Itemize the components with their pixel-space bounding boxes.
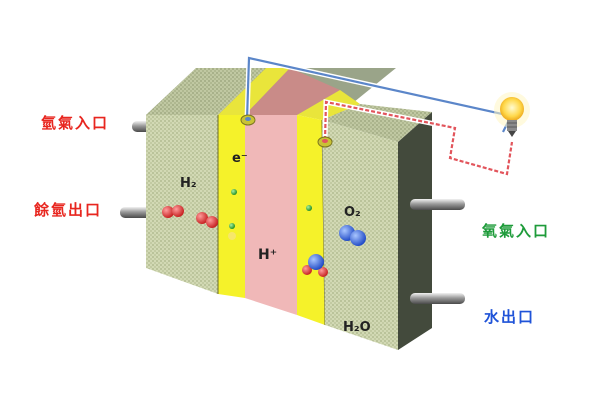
hydrogen-molecule-icon [196,212,218,228]
h2o-label: H₂O [343,320,371,335]
electron-dot [231,189,237,195]
anode-catalyst [217,68,290,298]
electron-label: e⁻ [232,151,248,166]
anode-terminal [240,114,256,126]
h2-label: H₂ [180,176,197,191]
water-molecule-icon [302,254,328,277]
anode-electrode [146,68,266,294]
electron-dot [228,223,236,240]
water-outlet-label: 水出口 [484,308,536,326]
proton-exchange-membrane [245,68,340,315]
oxygen-molecule-icon [339,225,366,246]
water-outlet-pipe [410,293,465,304]
oxygen-inlet-pipe [410,199,465,210]
hydrogen-inlet-label: 氫氣入口 [41,114,110,132]
light-bulb-icon [494,92,530,137]
oxygen-inlet-label: 氧氣入口 [482,222,551,240]
o2-label: O₂ [344,205,361,220]
cathode-electrode [322,104,432,350]
hydrogen-outlet-label: 餘氫出口 [34,201,103,219]
cathode-terminal [317,136,333,148]
hydrogen-molecule-icon [162,205,184,218]
proton-label: H⁺ [258,247,277,263]
electron-dot [306,205,312,211]
